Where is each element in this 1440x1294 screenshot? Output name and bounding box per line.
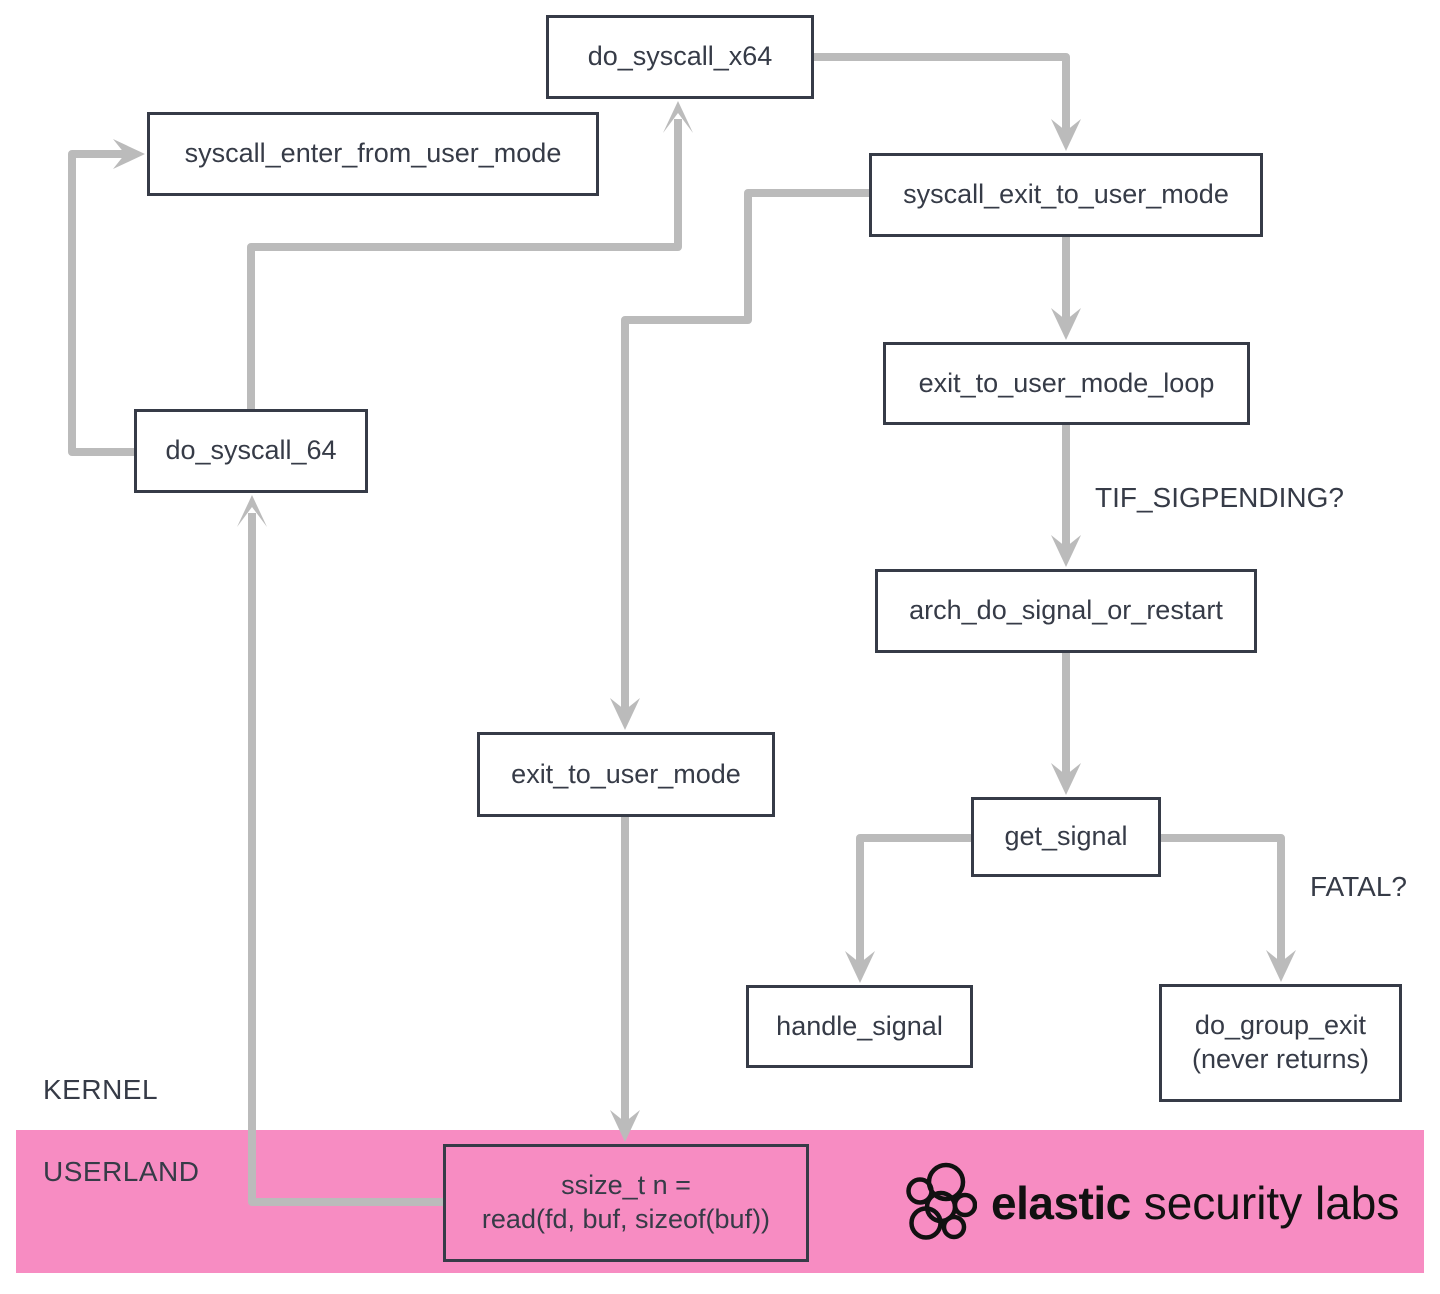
zone-label-userland: USERLAND: [43, 1156, 200, 1187]
node-label: handle_signal: [776, 1010, 943, 1041]
node-label-line1: do_group_exit: [1194, 1010, 1367, 1041]
node-handle-signal: handle_signal: [746, 985, 973, 1068]
node-label: syscall_enter_from_user_mode: [184, 138, 562, 169]
node-label: arch_do_signal_or_restart: [909, 595, 1223, 626]
node-label-line2: (never returns): [1191, 1044, 1370, 1074]
node-label: syscall_exit_to_user_mode: [903, 179, 1229, 210]
node-label: do_syscall_x64: [587, 41, 773, 72]
arrowhead-right-icon: [113, 139, 145, 169]
arrowhead-down-icon: [610, 698, 640, 730]
node-syscall-enter-from-user-mode: syscall_enter_from_user_mode: [147, 112, 599, 196]
edge-dosyscall64-to-dosyscallx64: [247, 119, 682, 409]
arrowhead-down-icon: [1051, 308, 1081, 340]
node-syscall-exit-to-user-mode: syscall_exit_to_user_mode: [869, 153, 1263, 237]
node-do-syscall-64: do_syscall_64: [134, 409, 368, 493]
arrowhead-up-icon: [663, 101, 693, 133]
node-label: exit_to_user_mode: [511, 758, 741, 789]
edge-label-tif-sigpending: TIF_SIGPENDING?: [1095, 482, 1344, 513]
node-do-syscall-x64: do_syscall_x64: [546, 15, 814, 99]
edge-getsignal-to-dogroupexit: [1161, 834, 1285, 964]
arrowhead-down-icon: [1051, 763, 1081, 795]
node-label: do_syscall_64: [165, 435, 337, 466]
node-userland-read-call: ssize_t n = read(fd, buf, sizeof(buf)): [443, 1144, 809, 1262]
node-label-line2: read(fd, buf, sizeof(buf)): [481, 1204, 771, 1234]
logo-text-elastic: elastic: [991, 1177, 1131, 1229]
node-arch-do-signal-or-restart: arch_do_signal_or_restart: [875, 569, 1257, 653]
logo-text-security-labs: security labs: [1143, 1177, 1400, 1229]
arrowhead-down-icon: [1266, 950, 1296, 982]
zone-label-kernel: KERNEL: [43, 1074, 159, 1105]
node-label-line1: ssize_t n =: [561, 1170, 691, 1201]
arrowhead-down-icon: [1051, 535, 1081, 567]
node-exit-to-user-mode: exit_to_user_mode: [477, 732, 775, 817]
node-do-group-exit: do_group_exit (never returns): [1159, 984, 1402, 1102]
edge-dosyscall64-to-syscallenter: [68, 150, 134, 456]
edge-read-to-dosyscall64: [248, 513, 443, 1206]
arrowhead-up-icon: [237, 495, 267, 527]
node-exit-to-user-mode-loop: exit_to_user_mode_loop: [883, 342, 1250, 425]
node-label: exit_to_user_mode_loop: [918, 367, 1215, 398]
arrowhead-down-icon: [610, 1110, 640, 1142]
arrowhead-down-icon: [845, 951, 875, 983]
node-get-signal: get_signal: [971, 797, 1161, 877]
edge-dosyscallx64-to-syscallexit: [814, 53, 1070, 133]
node-label: get_signal: [1004, 821, 1128, 852]
edge-label-fatal: FATAL?: [1310, 871, 1408, 902]
elastic-security-labs-logo: elastic security labs: [905, 1158, 1399, 1248]
edge-syscallexit-to-exittousermode: [621, 189, 869, 712]
arrowhead-down-icon: [1051, 119, 1081, 151]
elastic-cluster-icon: [906, 1162, 977, 1240]
edge-getsignal-to-handlesignal: [856, 834, 971, 965]
